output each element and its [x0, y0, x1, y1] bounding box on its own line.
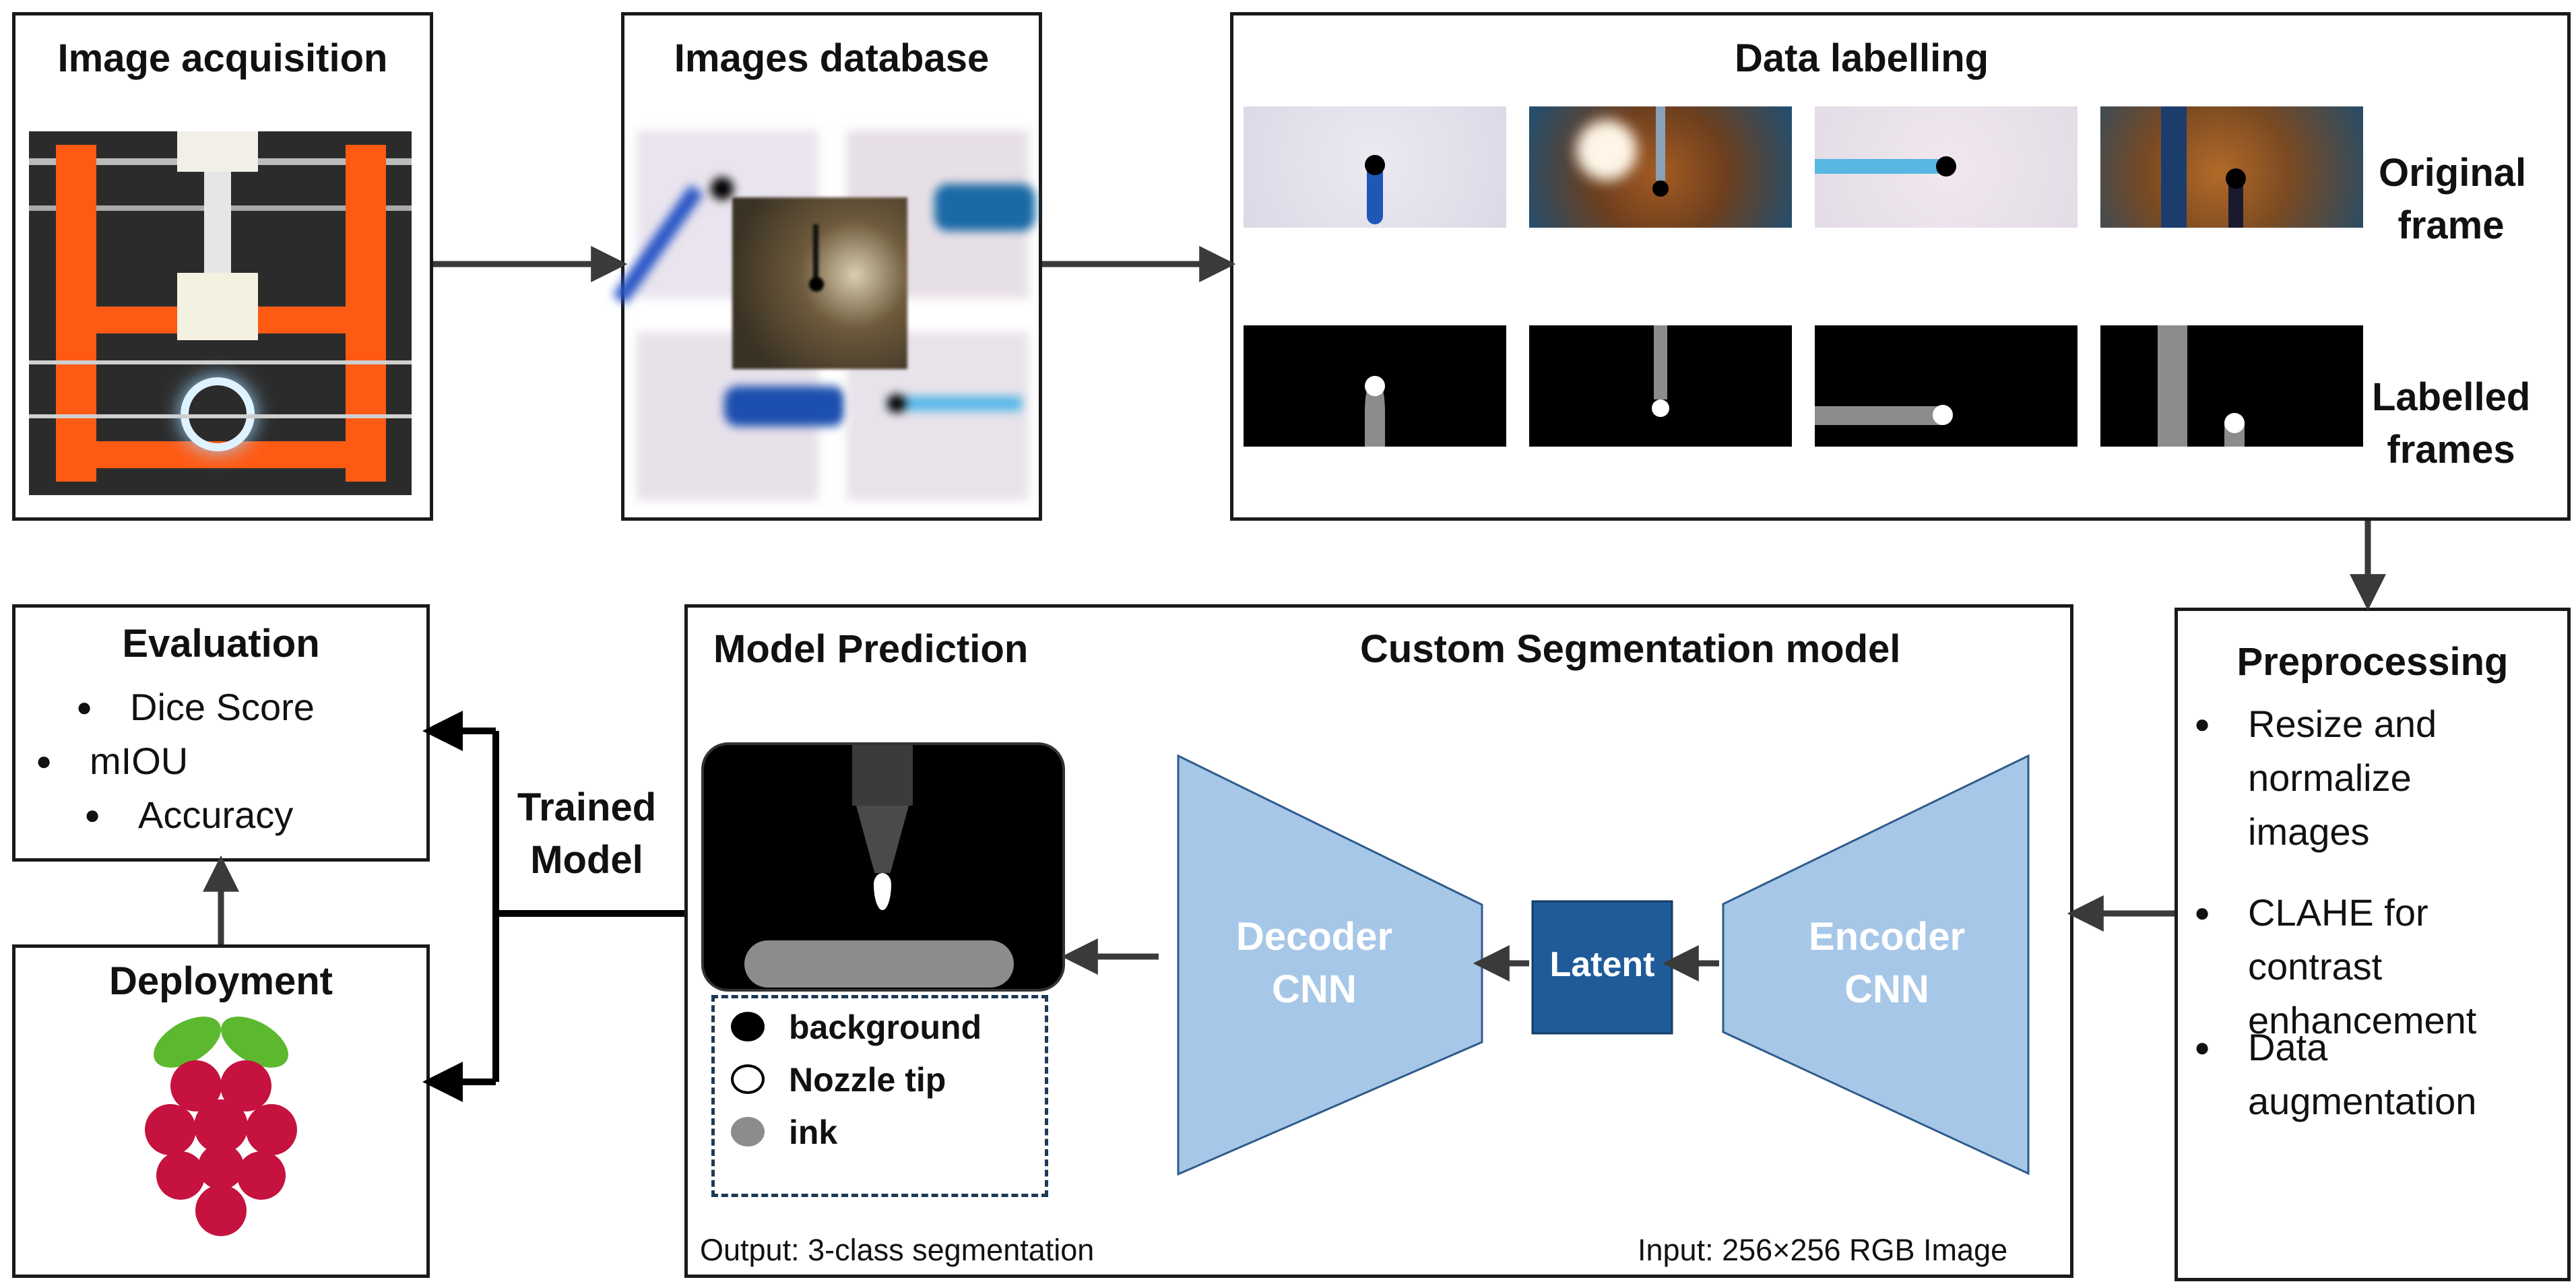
prediction-output-image: [701, 742, 1065, 992]
preprocessing-item-3: ●Data augmentation: [2194, 1026, 2477, 1122]
preprocessing-box: Preprocessing ●Resize and normalize imag…: [2175, 608, 2571, 1281]
images-database-title: Images database: [674, 36, 990, 80]
sample-image-center: [732, 197, 907, 369]
output-note: Output: 3-class segmentation: [700, 1233, 1095, 1267]
decoder-label: Decoder CNN: [1235, 915, 1393, 1011]
model-shapes: [1177, 754, 2030, 1176]
latent-shape: [1531, 900, 1673, 1035]
legend-background-label: background: [789, 1008, 982, 1046]
image-acquisition-box: Image acquisition: [12, 12, 433, 521]
segmentation-model-title: Custom Segmentation model: [1360, 627, 1901, 671]
sample-image-3: [637, 332, 845, 501]
preprocessing-title: Preprocessing: [2236, 640, 2509, 684]
encoder-shape: [1722, 754, 2030, 1176]
raspberry-pi-logo: [145, 1017, 297, 1236]
printer-photo: [29, 131, 412, 495]
encoder-label: Encoder CNN: [1808, 915, 1966, 1011]
images-database-box: Images database: [612, 12, 1042, 521]
legend-ink-label: ink: [789, 1114, 838, 1151]
preprocessing-item-2: ●CLAHE for contrast enhancement: [2194, 891, 2477, 1041]
labelled-frame-3: [1815, 325, 2078, 447]
evaluation-box: Evaluation ●Dice Score ●mIOU ●Accuracy: [12, 604, 430, 862]
image-acquisition-title: Image acquisition: [57, 36, 388, 80]
labelled-frame-1: [1244, 325, 1506, 447]
model-prediction-title: Model Prediction: [713, 627, 1029, 671]
deployment-title: Deployment: [109, 959, 333, 1003]
labelled-frame-2: [1529, 325, 1792, 447]
preprocessing-item-1: ●Resize and normalize images: [2194, 703, 2437, 853]
evaluation-item-1: ●Dice Score: [76, 686, 315, 728]
legend-background-swatch: [731, 1012, 765, 1041]
legend-nozzle-tip-label: Nozzle tip: [789, 1061, 946, 1099]
legend-ink-swatch: [731, 1117, 765, 1147]
evaluation-item-2: ●mIOU: [36, 740, 189, 782]
input-note: Input: 256×256 RGB Image: [1638, 1233, 2008, 1267]
labelled-frame-4: [2100, 325, 2363, 447]
data-labelling-title: Data labelling: [1735, 36, 1989, 80]
original-frame-4: [2100, 106, 2363, 228]
original-frame-1: [1244, 106, 1506, 228]
decoder-shape: [1177, 754, 1483, 1176]
trained-model-label: Trained Model: [517, 785, 657, 882]
segmentation-legend: background Nozzle tip ink: [711, 995, 1048, 1197]
legend-nozzle-tip-swatch: [731, 1064, 765, 1094]
segmentation-model-box: Model Prediction Custom Segmentation mod…: [684, 604, 2073, 1278]
deployment-box: Deployment: [12, 944, 430, 1278]
data-labelling-box: Data labelling Original frame Labelled f…: [1230, 12, 2571, 521]
evaluation-title: Evaluation: [122, 622, 320, 666]
labelled-frames-label: Labelled frames: [2372, 375, 2531, 472]
latent-label: Latent: [1549, 945, 1655, 984]
original-frame-label: Original frame: [2379, 151, 2527, 247]
original-frame-2: [1529, 106, 1792, 228]
evaluation-item-3: ●Accuracy: [84, 794, 294, 836]
original-frame-3: [1815, 106, 2078, 228]
